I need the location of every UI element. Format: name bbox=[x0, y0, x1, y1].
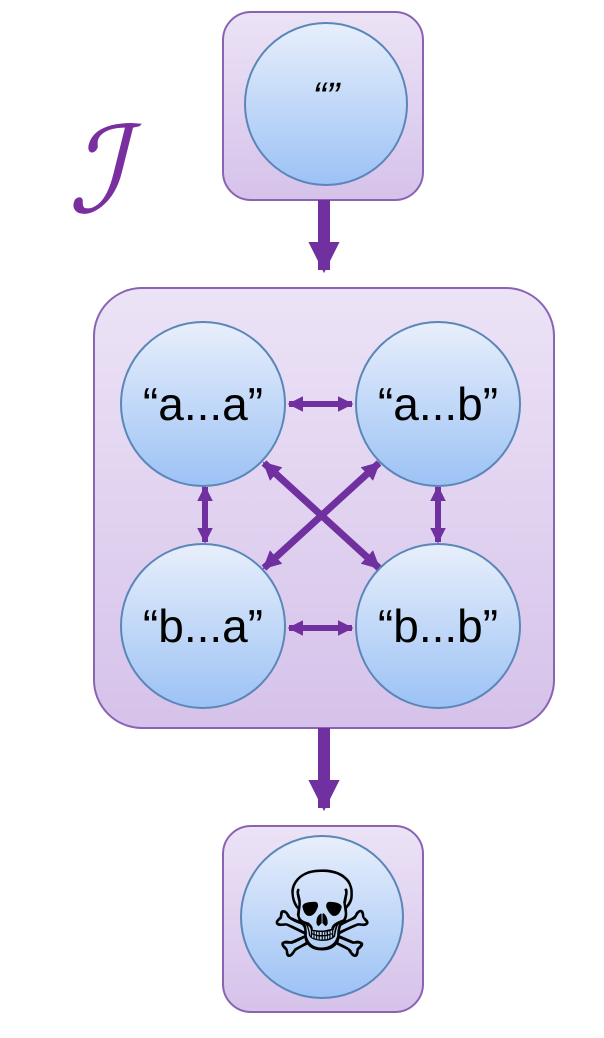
state-label: “a...b” bbox=[378, 378, 498, 430]
state-label: “b...b” bbox=[378, 600, 498, 652]
state-circle bbox=[355, 321, 521, 487]
state-label: “a...a” bbox=[143, 378, 263, 430]
state-label: “b...a” bbox=[143, 600, 263, 652]
arrow-ab-ba bbox=[261, 460, 382, 571]
start-state-label: “” bbox=[313, 75, 341, 119]
start-state-circle bbox=[244, 22, 408, 186]
state-bb: “b...b” bbox=[355, 543, 521, 709]
dead-state-circle bbox=[240, 835, 404, 999]
start-state-group: “” bbox=[222, 11, 424, 201]
script-i-label: ℐ bbox=[68, 102, 142, 241]
main-states-group: “a...a” “a...b” “b...a” “b...b” bbox=[93, 287, 555, 729]
skull-and-crossbones-icon: ☠ bbox=[268, 847, 376, 986]
state-ab: “a...b” bbox=[355, 321, 521, 487]
state-circle bbox=[120, 543, 286, 709]
dead-state-group: ☠ bbox=[222, 825, 424, 1013]
state-ba: “b...a” bbox=[120, 543, 286, 709]
state-aa: “a...a” bbox=[120, 321, 286, 487]
state-circle bbox=[355, 543, 521, 709]
state-circle bbox=[120, 321, 286, 487]
